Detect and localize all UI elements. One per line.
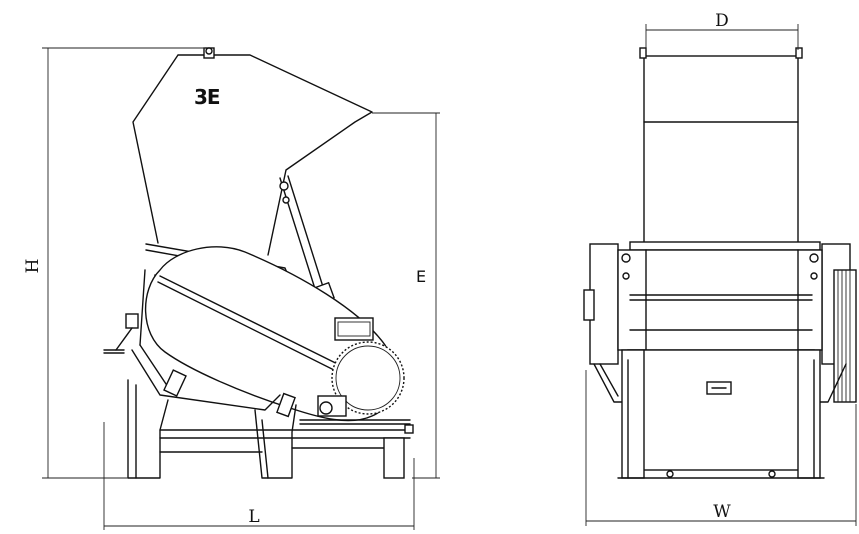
center-leg xyxy=(254,404,297,479)
dimension-label-w: W xyxy=(713,502,731,522)
dimension-label-h: H xyxy=(23,259,43,274)
lifting-eye xyxy=(203,47,215,59)
front-legs xyxy=(617,349,825,479)
dimension-label-l: L xyxy=(248,507,259,527)
flywheel xyxy=(331,341,405,415)
dimension-height: H xyxy=(23,47,205,479)
hopper-outline xyxy=(132,54,373,256)
dimension-label-e: E xyxy=(416,267,426,286)
lower-body xyxy=(131,344,281,411)
front-right-panel xyxy=(813,243,857,403)
base-frame xyxy=(159,419,414,479)
front-top-plate xyxy=(629,241,821,251)
dimension-inlet-height: E xyxy=(372,112,440,479)
motor xyxy=(317,317,374,417)
dimension-depth: D xyxy=(645,11,799,50)
front-chamber xyxy=(617,249,823,351)
dimension-length: L xyxy=(103,422,415,530)
front-left-panel xyxy=(583,243,629,403)
front-view: D W xyxy=(583,11,857,526)
front-hopper xyxy=(639,47,803,245)
left-leg xyxy=(127,379,169,479)
brand-logo: 3E xyxy=(194,85,220,109)
dimension-label-d: D xyxy=(715,11,729,31)
front-cabinet xyxy=(627,349,815,471)
dimension-width: W xyxy=(585,370,857,526)
crank-handle xyxy=(103,313,139,354)
side-view: 3E xyxy=(23,47,440,530)
